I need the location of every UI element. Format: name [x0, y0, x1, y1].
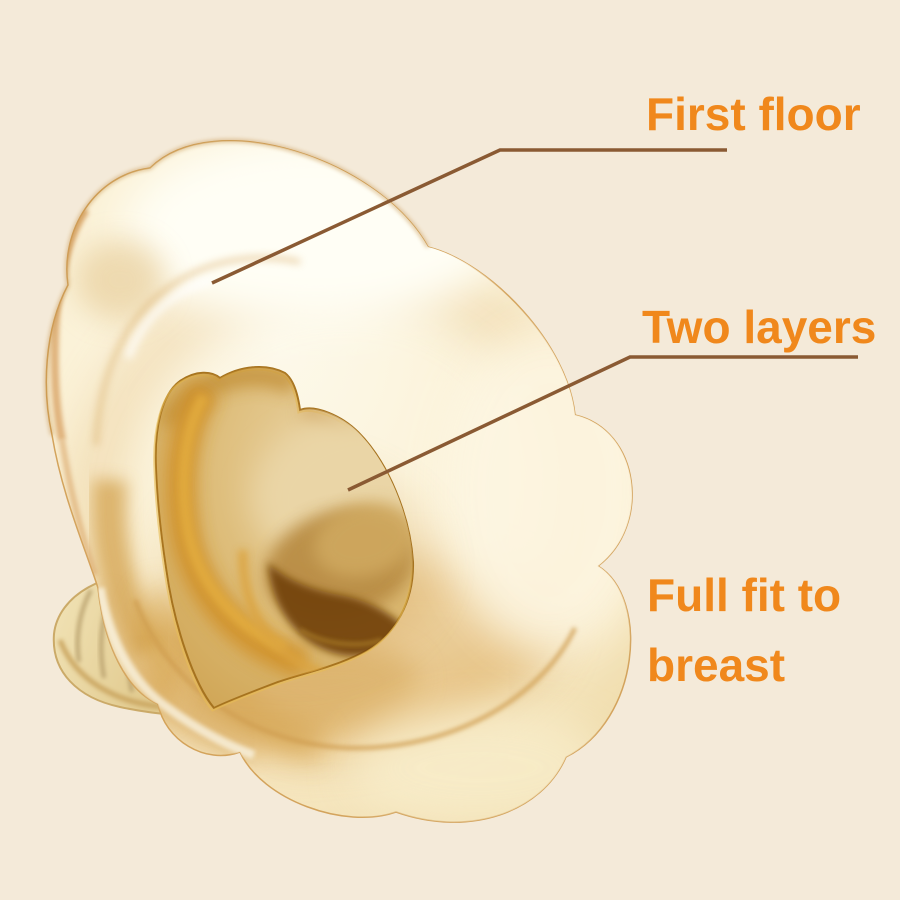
- callout-line-two-layers: [347, 355, 858, 492]
- label-full-fit-to-breast: Full fit to breast: [647, 569, 842, 691]
- callout-line-first-floor: [211, 148, 727, 285]
- label-first-floor: First floor: [646, 88, 861, 140]
- label-two-layers: Two layers: [642, 301, 877, 353]
